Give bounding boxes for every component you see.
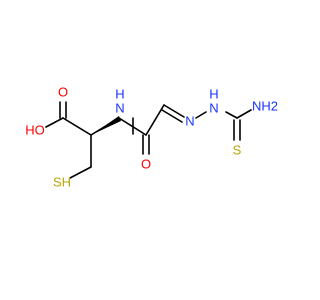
atom-imine-nitrogen: N: [185, 114, 194, 129]
bond-thio-c-nh2: [236, 109, 252, 119]
bond-ch-n-double-b: [161, 109, 183, 123]
atom-hydrazine-nitrogen: N: [209, 101, 218, 116]
bond-carboxyl-c-oh: [45, 117, 64, 128]
atom-amide-nitrogen: N: [115, 101, 124, 116]
bond-carboxyl-c-alpha-c: [62, 117, 92, 136]
atom-amide-hydrogen: H: [115, 87, 124, 102]
bond-n-carbonyl-c: [118, 117, 147, 136]
stereo-wedge-bond: [91, 116, 121, 135]
molecule-structure-diagram: O HO H N O SH N H N NH2 S: [25, 85, 278, 190]
bond-layer: [45, 101, 252, 179]
atom-label-layer: O HO H N O SH N H N NH2 S: [25, 85, 278, 190]
atom-carbonyl-oxygen-top: O: [58, 85, 68, 100]
bond-ch-n-double-a: [163, 104, 185, 118]
atom-thiol: SH: [53, 175, 71, 190]
bond-carbonyl-c-ch: [145, 104, 165, 136]
bond-n-n: [195, 111, 207, 119]
atom-hydroxyl: HO: [25, 123, 45, 138]
bond-nh-thio-c: [225, 111, 238, 119]
bond-ch2-sh: [69, 166, 92, 179]
atom-amino-group: NH2: [252, 99, 278, 114]
atom-amide-oxygen: O: [141, 157, 151, 172]
atom-hydrazine-hydrogen: H: [209, 87, 218, 102]
atom-thione-sulfur: S: [233, 143, 242, 158]
